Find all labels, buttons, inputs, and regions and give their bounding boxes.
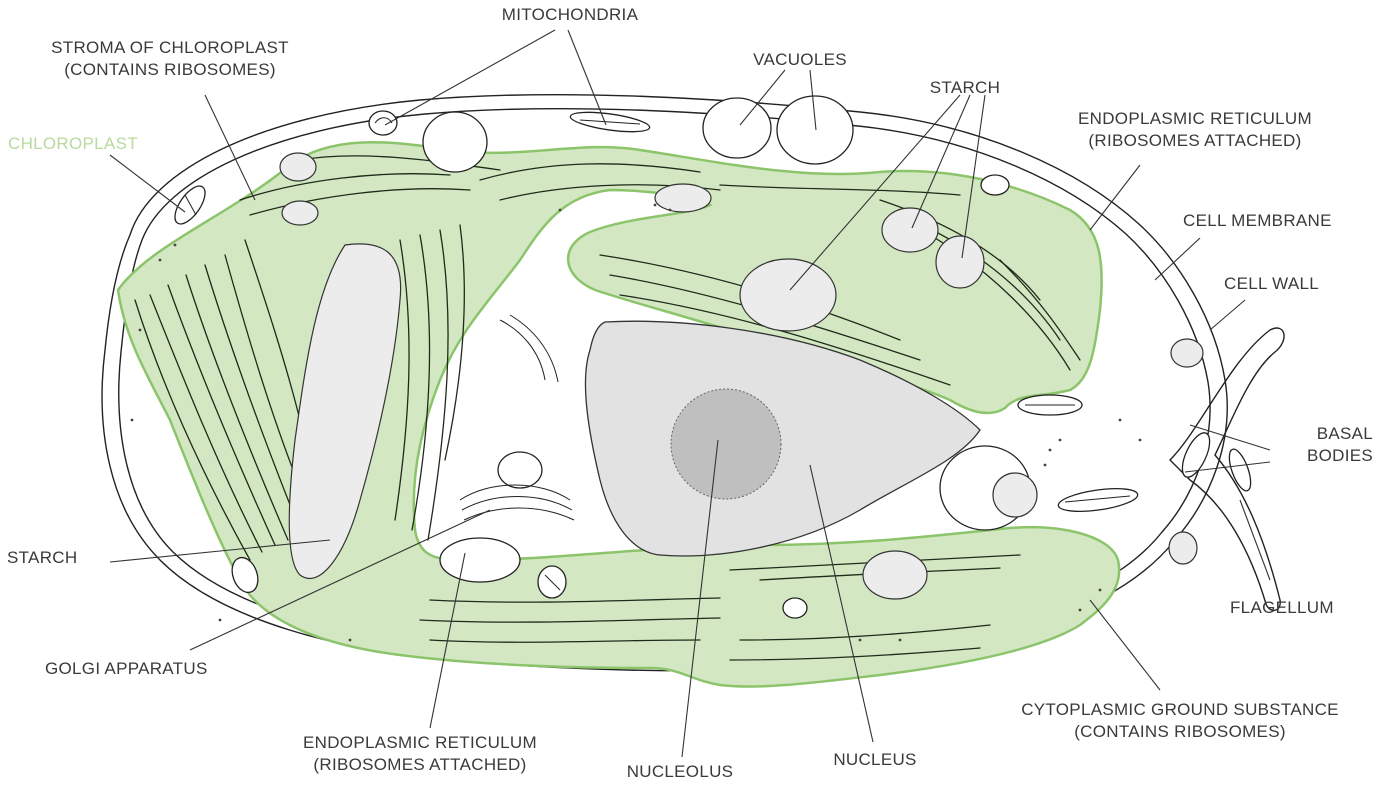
basal-body-2 bbox=[1225, 447, 1255, 494]
starch-grain-2 bbox=[882, 208, 938, 252]
label-stroma-line2: (CONTAINS RIBOSOMES) bbox=[15, 59, 325, 81]
pyrenoid-3 bbox=[1169, 532, 1197, 564]
label-cyto-line1: CYTOPLASMIC GROUND SUBSTANCE bbox=[980, 699, 1380, 721]
label-mitochondria: MITOCHONDRIA bbox=[470, 4, 670, 26]
label-flagellum: FLAGELLUM bbox=[1230, 597, 1334, 619]
basal-body-1 bbox=[1177, 429, 1215, 481]
starch-grain-3 bbox=[936, 236, 984, 288]
vacuole-6 bbox=[440, 538, 520, 582]
label-er-bottom-line2: (RIBOSOMES ATTACHED) bbox=[270, 754, 570, 776]
label-er-top-line1: ENDOPLASMIC RETICULUM bbox=[1045, 108, 1345, 130]
starch-grain-1 bbox=[740, 259, 836, 331]
vacuole-2 bbox=[777, 96, 853, 164]
label-golgi: GOLGI APPARATUS bbox=[45, 658, 208, 680]
label-stroma: STROMA OF CHLOROPLAST (CONTAINS RIBOSOME… bbox=[15, 37, 325, 81]
label-cell-wall: CELL WALL bbox=[1224, 273, 1319, 295]
label-nucleus: NUCLEUS bbox=[800, 749, 950, 771]
label-er-bottom-line1: ENDOPLASMIC RETICULUM bbox=[270, 732, 570, 754]
label-cytoplasm: CYTOPLASMIC GROUND SUBSTANCE (CONTAINS R… bbox=[980, 699, 1380, 743]
label-starch-left: STARCH bbox=[7, 547, 77, 569]
starch-grain-6 bbox=[863, 551, 927, 599]
starch-grain-5 bbox=[282, 201, 318, 225]
vacuole-5 bbox=[498, 452, 542, 488]
label-starch-top: STARCH bbox=[905, 77, 1025, 99]
nucleolus bbox=[671, 389, 781, 499]
label-cyto-line2: (CONTAINS RIBOSOMES) bbox=[980, 721, 1380, 743]
label-vacuoles: VACUOLES bbox=[720, 49, 880, 71]
starch-grain-7 bbox=[655, 184, 711, 212]
pyrenoid-1 bbox=[1171, 339, 1203, 367]
label-basal-bodies: BASAL BODIES bbox=[1265, 423, 1373, 467]
label-basal-line1: BASAL bbox=[1265, 423, 1373, 445]
vacuole-3 bbox=[423, 112, 487, 172]
starch-grain-4 bbox=[280, 153, 316, 181]
label-chloroplast: CHLOROPLAST bbox=[8, 133, 138, 155]
label-er-bottom: ENDOPLASMIC RETICULUM (RIBOSOMES ATTACHE… bbox=[270, 732, 570, 776]
label-stroma-line1: STROMA OF CHLOROPLAST bbox=[15, 37, 325, 59]
label-er-top: ENDOPLASMIC RETICULUM (RIBOSOMES ATTACHE… bbox=[1045, 108, 1345, 152]
label-nucleolus: NUCLEOLUS bbox=[600, 761, 760, 783]
label-er-top-line2: (RIBOSOMES ATTACHED) bbox=[1045, 130, 1345, 152]
vacuole-1 bbox=[703, 98, 771, 158]
label-cell-membrane: CELL MEMBRANE bbox=[1183, 210, 1332, 232]
label-basal-line2: BODIES bbox=[1265, 445, 1373, 467]
golgi-apparatus bbox=[460, 315, 574, 520]
pyrenoid-2 bbox=[993, 473, 1037, 517]
